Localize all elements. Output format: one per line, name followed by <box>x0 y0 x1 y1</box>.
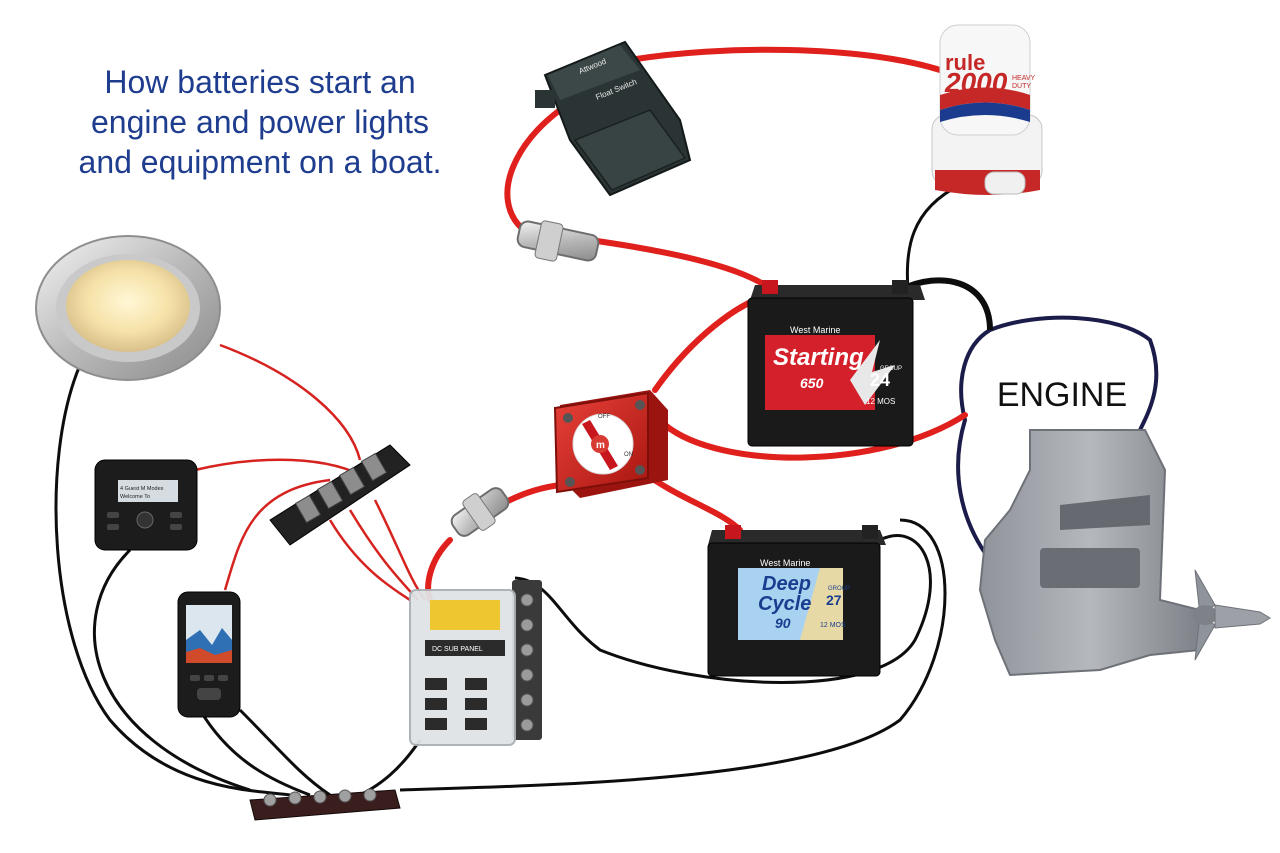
negative-bus-bar <box>249 788 401 821</box>
fuse-block-panel-label-bg <box>425 640 505 656</box>
fuse-block-panel-label: DC SUB PANEL <box>432 646 483 653</box>
switch-to-engine-wire <box>662 412 968 461</box>
diagram-title: How batteries start an engine and power … <box>30 62 490 182</box>
busbar-to-fuse-block-wire-1 <box>328 519 411 602</box>
gps-ground-wire <box>198 709 311 797</box>
deep-cycle-name-1: Deep <box>762 573 811 595</box>
stereo-screen-line-2: Welcome To <box>120 494 150 500</box>
engine-label: ENGINE <box>997 376 1127 414</box>
starting-battery: West Marine Starting 650 GROUP 24 12 MOS <box>747 280 925 447</box>
switch-label-off: OFF <box>598 414 610 420</box>
downlight-lens <box>66 260 190 352</box>
busbar-to-fuse-block-wire-3 <box>373 499 427 601</box>
pump-spec-2: DUTY <box>1012 83 1031 90</box>
outboard-cavitation-plate <box>1060 495 1150 530</box>
stereo-screen <box>118 480 178 502</box>
fuse-block: DC SUB PANEL <box>409 580 542 746</box>
negative-wires <box>54 183 993 797</box>
switch-screw-icon <box>635 400 645 410</box>
switch-label-on: ON <box>624 452 633 458</box>
deep-cycle-to-bus-bar-wire <box>399 518 947 792</box>
starting-battery-bolt-icon <box>850 340 895 405</box>
starting-battery-brand: West Marine <box>790 325 840 335</box>
fuse-block-circuit-labels <box>425 678 487 730</box>
deep-cycle-brand: West Marine <box>760 558 810 568</box>
downlight <box>35 235 221 381</box>
switch-screw-icon <box>565 477 575 487</box>
positive-bus-bar <box>269 444 411 546</box>
deep-cycle-footer: 12 MOS <box>820 622 846 629</box>
fuse-to-starting-battery-wire <box>587 237 775 293</box>
inline-fuse-middle <box>450 487 510 537</box>
outboard-panel <box>1040 548 1140 588</box>
fuse-block-fuses <box>430 600 500 630</box>
starting-battery-name: Starting <box>773 344 864 371</box>
stereo-volume-knob[interactable] <box>136 511 154 529</box>
float-switch-mount <box>535 90 555 108</box>
stereo-screen-line-1: 4 Guest M Modes <box>120 486 164 492</box>
fuse-block-ground-strip <box>512 580 542 740</box>
bilge-pump: rule 2000 HEAVY DUTY <box>931 24 1043 195</box>
light-to-busbar-wire <box>219 343 362 461</box>
deep-cycle-group-label: GROUP <box>828 586 850 592</box>
deep-cycle-battery: West Marine Deep Cycle 90 GROUP 27 12 MO… <box>707 525 886 677</box>
float-switch-to-pump-wire <box>627 46 943 73</box>
pump-brand: rule <box>945 50 985 75</box>
inline-fuse-top <box>516 220 600 262</box>
deep-cycle-to-fuse-block-wire <box>514 534 932 684</box>
pump-model: 2000 <box>944 67 1008 98</box>
title-line-1: How batteries start an <box>104 64 416 100</box>
pump-outlet <box>984 171 1026 195</box>
float-switch: Attwood Float Switch <box>535 40 692 197</box>
fishfinder-gps <box>177 591 241 718</box>
fuse-block-ground-wire <box>359 739 422 797</box>
title-line-3: and equipment on a boat. <box>78 144 442 180</box>
switch-screw-icon <box>635 465 645 475</box>
deep-cycle-number: 90 <box>775 615 791 631</box>
marine-stereo: 4 Guest M Modes Welcome To <box>94 459 198 551</box>
stereo-ground-wire <box>93 548 251 792</box>
stereo-buttons[interactable] <box>107 512 182 530</box>
gps-ground-wire-2 <box>238 708 331 797</box>
float-switch-to-fuse-wire <box>504 107 563 243</box>
battery-switch[interactable]: m OFF ON <box>553 390 668 498</box>
busbar-to-fuse-block-wire-2 <box>348 509 419 601</box>
gps-to-busbar-wire <box>223 478 331 591</box>
starting-battery-to-engine-wire <box>898 277 993 331</box>
starting-battery-negative-terminal <box>892 280 908 294</box>
title-line-2: engine and power lights <box>90 104 429 140</box>
engine: ENGINE <box>956 315 1271 677</box>
deep-cycle-group: 27 <box>826 592 842 608</box>
deep-cycle-positive-terminal <box>725 525 741 539</box>
fishfinder-buttons[interactable] <box>190 675 228 700</box>
starting-battery-footer: 12 MOS <box>866 397 895 406</box>
pump-ground-wire <box>905 183 961 291</box>
starting-battery-number: 650 <box>800 375 824 391</box>
switch-screw-icon <box>563 413 573 423</box>
deep-cycle-negative-terminal <box>862 525 878 539</box>
starting-battery-group: 24 <box>870 370 890 390</box>
starting-battery-positive-terminal <box>762 280 778 294</box>
light-ground-wire <box>54 364 291 797</box>
propeller <box>1193 569 1271 661</box>
switch-knob-mark: m <box>596 440 605 451</box>
starting-battery-group-label: GROUP <box>880 366 902 372</box>
pump-spec-1: HEAVY <box>1012 75 1036 82</box>
deep-cycle-name-2: Cycle <box>758 593 811 615</box>
fuse-block-ground-screws <box>520 593 534 732</box>
